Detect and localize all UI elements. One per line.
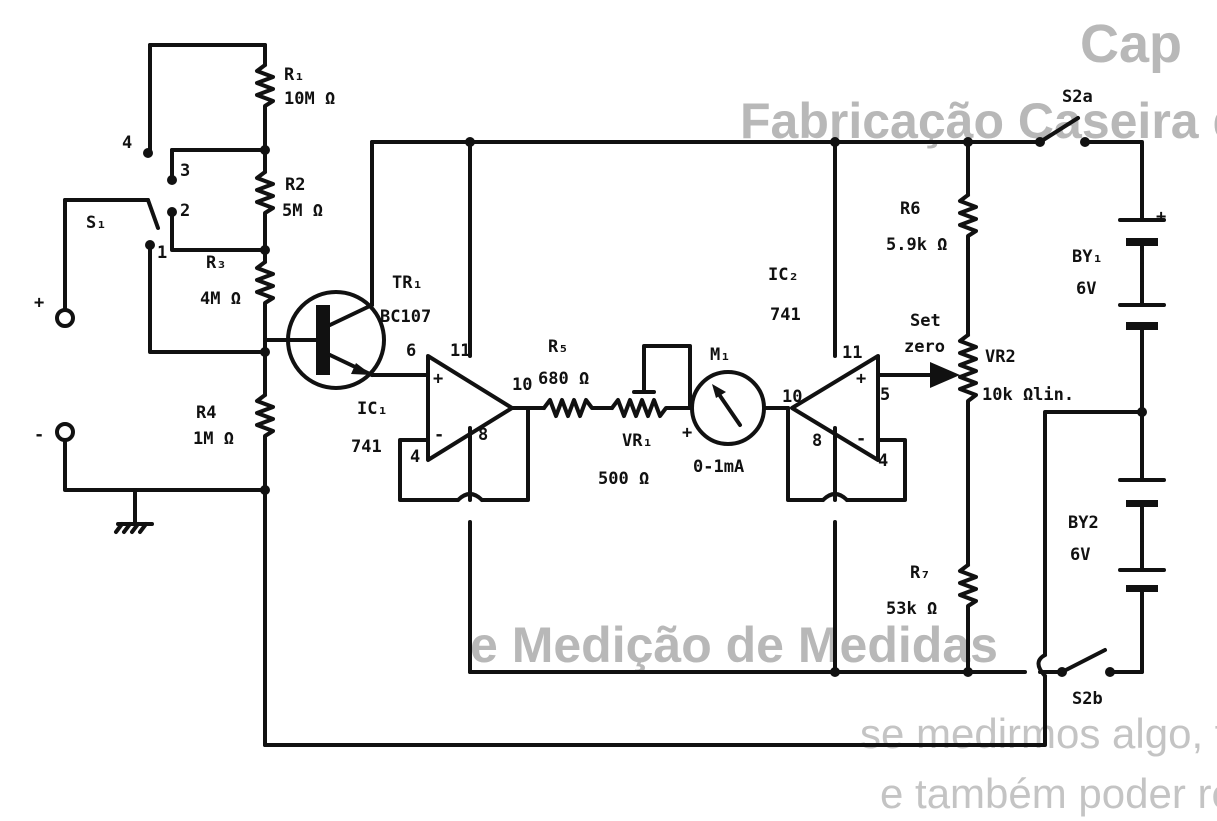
resistor-r1 — [255, 63, 275, 114]
resistor-r7 — [958, 563, 978, 619]
s1-contact-4 — [143, 148, 153, 158]
label-ic2-minus: - — [856, 429, 866, 449]
junction-dots — [260, 137, 1147, 677]
label-ic2-pin8: 8 — [812, 431, 822, 451]
label-vr1-value: 500 Ω — [598, 469, 649, 489]
label-ic1-pin8: 8 — [478, 425, 488, 445]
battery-by1 — [1118, 218, 1166, 330]
resistor-r4 — [255, 393, 275, 445]
label-r6: R6 — [900, 199, 920, 219]
resistor-r3 — [255, 260, 275, 312]
label-ic2-pin10: 10 — [782, 387, 802, 407]
positive-input-terminal — [55, 308, 75, 328]
negative-input-terminal — [55, 422, 75, 442]
label-r2-value: 5M Ω — [282, 201, 323, 221]
label-r4: R4 — [196, 403, 216, 423]
s1-contact-1 — [145, 240, 155, 250]
background-text: Cap Fabricação Caseira de Re e Medição d… — [470, 14, 1217, 817]
label-set-zero-2: zero — [904, 337, 945, 357]
label-by2: BY2 — [1068, 513, 1099, 533]
label-tr1-part: BC107 — [380, 307, 431, 327]
vr2-wiper-arrow — [930, 362, 960, 388]
label-ic1-minus: - — [434, 425, 444, 445]
selector-switch-s1 — [143, 148, 177, 250]
label-tr1: TR₁ — [392, 273, 423, 293]
label-ic2-part: 741 — [770, 305, 801, 325]
bg-line-1: Cap — [1080, 14, 1182, 74]
label-r7: R₇ — [910, 563, 930, 583]
opamp-ic1 — [426, 354, 514, 462]
s1-contact-3 — [167, 175, 177, 185]
label-vr2: VR2 — [985, 347, 1016, 367]
label-ic1: IC₁ — [357, 399, 388, 419]
label-battery-plus: + — [1156, 207, 1166, 227]
label-r5: R₅ — [548, 337, 568, 357]
potentiometer-vr2 — [930, 333, 978, 407]
label-ic1-part: 741 — [351, 437, 382, 457]
label-ic2: IC₂ — [768, 265, 799, 285]
label-m1-plus: + — [682, 423, 692, 443]
label-s2a: S2a — [1062, 87, 1093, 107]
label-ic2-pin4: 4 — [878, 451, 888, 471]
label-ic2-plus: + — [856, 369, 866, 389]
label-set-zero-1: Set — [910, 311, 941, 331]
label-plus-terminal: + — [34, 293, 44, 313]
label-m1: M₁ — [710, 345, 730, 365]
label-vr2-value: 10k Ωlin. — [982, 385, 1074, 405]
component-labels: R₁ 10M Ω R2 5M Ω R₃ 4M Ω R4 1M Ω S₁ 4 3 … — [34, 65, 1166, 709]
label-sw-1: 1 — [157, 243, 167, 263]
switch-s2a — [1035, 116, 1090, 147]
label-m1-range: 0-1mA — [693, 457, 744, 477]
label-r4-value: 1M Ω — [193, 429, 234, 449]
label-r6-value: 5.9k Ω — [886, 235, 947, 255]
label-ic2-pin11: 11 — [842, 343, 862, 363]
switch-s2b — [1057, 648, 1115, 677]
bg-line-5: e também poder repetir o acontecimento, … — [880, 770, 1217, 817]
label-vr1: VR₁ — [622, 431, 653, 451]
battery-by2 — [1118, 478, 1166, 592]
bg-line-3: e Medição de Medidas — [470, 617, 998, 673]
label-sw-3: 3 — [180, 161, 190, 181]
label-r3: R₃ — [206, 253, 226, 273]
s1-lever — [146, 198, 160, 230]
label-ic1-pin10: 10 — [512, 375, 532, 395]
label-r5-value: 680 Ω — [538, 369, 589, 389]
label-r1: R₁ — [284, 65, 304, 85]
wire-crossovers — [456, 492, 849, 502]
label-ic1-pin11: 11 — [450, 341, 470, 361]
label-r7-value: 53k Ω — [886, 599, 937, 619]
ground-symbol — [114, 522, 154, 534]
resistor-r2 — [255, 170, 275, 222]
resistor-r5 — [542, 398, 598, 418]
potentiometer-vr1 — [610, 390, 670, 418]
s1-contact-2 — [167, 207, 177, 217]
label-ic1-pin6: 6 — [406, 341, 416, 361]
label-r3-value: 4M Ω — [200, 289, 241, 309]
label-s2b: S2b — [1072, 689, 1103, 709]
label-ic1-pin4: 4 — [410, 447, 420, 467]
label-s1: S₁ — [86, 213, 106, 233]
label-sw-2: 2 — [180, 201, 190, 221]
transistor-tr1 — [286, 290, 386, 390]
label-by1-value: 6V — [1076, 279, 1096, 299]
meter-m1 — [690, 370, 766, 446]
opamp-ic2 — [790, 354, 880, 462]
label-ic2-pin5: 5 — [880, 385, 890, 405]
label-minus-terminal: - — [34, 425, 44, 445]
resistor-r6 — [958, 193, 978, 249]
label-by1: BY₁ — [1072, 247, 1103, 267]
label-r1-value: 10M Ω — [284, 89, 335, 109]
bg-line-4: se medirmos algo, teremos condições de s… — [860, 710, 1217, 757]
label-ic1-plus: + — [433, 369, 443, 389]
label-r2: R2 — [285, 175, 305, 195]
bg-line-2: Fabricação Caseira de Re — [740, 93, 1217, 149]
label-sw-4: 4 — [122, 133, 132, 153]
label-by2-value: 6V — [1070, 545, 1090, 565]
